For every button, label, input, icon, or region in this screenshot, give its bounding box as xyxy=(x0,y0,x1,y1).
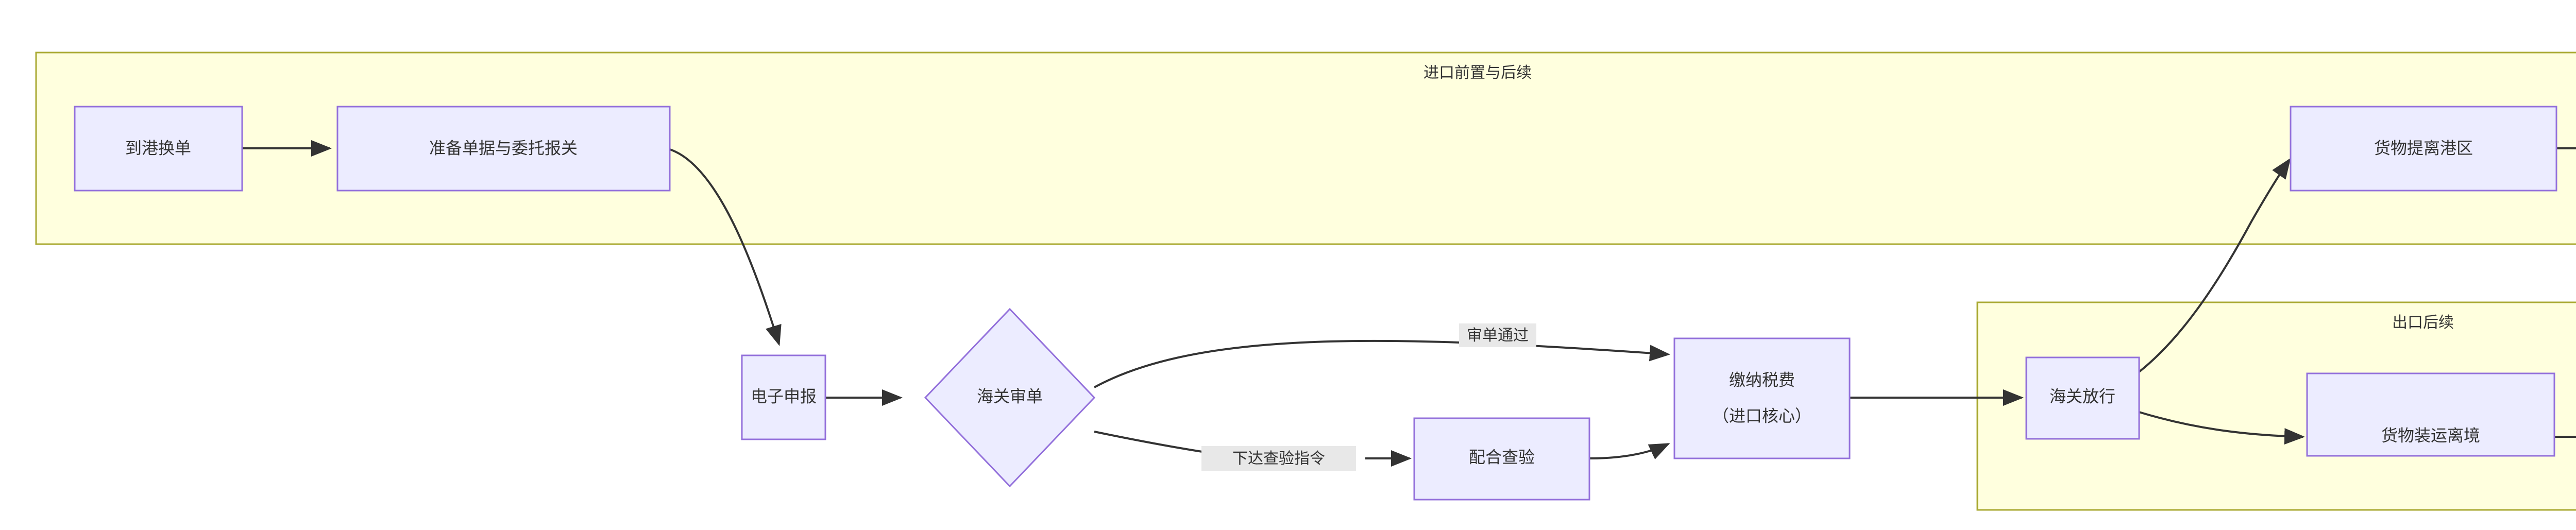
node-customs-release-rect[interactable] xyxy=(2025,356,2140,440)
node-customs-release-label: 海关放行 xyxy=(2049,387,2115,405)
edge-n7-n10 xyxy=(2139,411,2305,445)
edge-label-review-passed-bg xyxy=(1459,323,1536,347)
node-goods-shipped-out-rect[interactable] xyxy=(2306,372,2555,457)
edge-label-inspection-order-text: 下达查验指令 xyxy=(1232,450,1325,467)
edge-label-review-passed: 审单通过 xyxy=(1459,323,1536,347)
node-pay-duties-label-line2: （进口核心） xyxy=(1713,406,1811,425)
node-customs-release[interactable]: 海关放行 xyxy=(2025,356,2140,440)
node-customs-review-label: 海关审单 xyxy=(977,387,1043,405)
node-prepare-documents-rect[interactable] xyxy=(336,106,671,192)
node-arrival-exchange[interactable]: 到港换单 xyxy=(74,106,243,192)
node-arrival-exchange-label: 到港换单 xyxy=(125,139,191,157)
edge-n5-n6 xyxy=(1589,443,1670,459)
node-prepare-documents-label: 准备单据与委托报关 xyxy=(429,139,578,157)
cluster-import-label: 进口前置与后续 xyxy=(1423,64,1532,81)
node-pay-duties-label-line1: 缴纳税费 xyxy=(1729,370,1795,389)
node-assist-inspection-label: 配合查验 xyxy=(1469,448,1535,466)
cluster-export-label: 出口后续 xyxy=(2392,314,2454,331)
node-goods-shipped-out[interactable]: 货物装运离境 xyxy=(2306,372,2555,457)
node-goods-leave-port-rect[interactable] xyxy=(2290,106,2557,192)
node-pay-duties[interactable]: 缴纳税费 （进口核心） xyxy=(1673,337,1851,459)
node-assist-inspection-rect[interactable] xyxy=(1413,417,1590,501)
node-arrival-exchange-rect[interactable] xyxy=(74,106,243,192)
edge-n7-n8 xyxy=(2138,158,2291,373)
edge-n2-n3 xyxy=(669,148,782,346)
node-assist-inspection[interactable]: 配合查验 xyxy=(1413,417,1590,501)
edge-label-review-passed-text: 审单通过 xyxy=(1467,327,1529,344)
node-goods-leave-port-label: 货物提离港区 xyxy=(2374,139,2473,157)
edge-n4-n6 xyxy=(1094,339,1670,388)
node-customs-review[interactable]: 海关审单 xyxy=(924,307,1096,488)
node-pay-duties-rect[interactable] xyxy=(1673,337,1851,459)
node-electronic-declaration-label: 电子申报 xyxy=(751,387,817,405)
edge-label-inspection-order-bg xyxy=(1201,446,1356,471)
node-electronic-declaration-rect[interactable] xyxy=(741,354,826,440)
node-prepare-documents[interactable]: 准备单据与委托报关 xyxy=(336,106,671,192)
node-electronic-declaration[interactable]: 电子申报 xyxy=(741,354,826,440)
node-goods-leave-port[interactable]: 货物提离港区 xyxy=(2290,106,2557,192)
edge-label-inspection-order: 下达查验指令 xyxy=(1201,446,1356,471)
node-goods-shipped-out-label: 货物装运离境 xyxy=(2381,426,2480,444)
node-customs-review-diamond[interactable] xyxy=(924,307,1096,488)
